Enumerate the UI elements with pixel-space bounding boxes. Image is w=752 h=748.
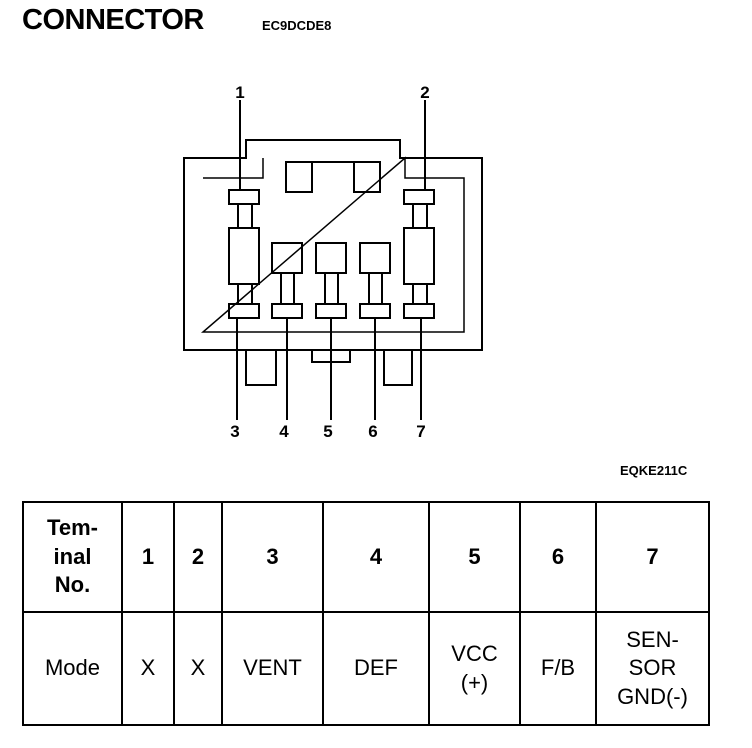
figure-code: EQKE211C — [620, 463, 688, 478]
mode-cell: X — [121, 611, 175, 726]
connector-housing — [183, 139, 483, 351]
mode-cell: F/B — [519, 611, 597, 726]
page-title: CONNECTOR — [22, 4, 204, 36]
terminal-6-body — [359, 242, 391, 274]
pin-label-1: 1 — [235, 83, 244, 102]
terminal-cell: 2 — [173, 501, 223, 613]
terminal-cell: 1 — [121, 501, 175, 613]
terminal-6-bottom — [359, 303, 391, 319]
pin-label-3: 3 — [230, 422, 239, 441]
terminal-3-bottom — [228, 303, 260, 319]
connector-diagram: 1 2 3 4 5 6 7 — [183, 83, 483, 441]
mode-row: Mode X X VENT DEF VCC (+) F/B SEN- SOR G… — [22, 611, 710, 726]
pin-label-4: 4 — [279, 422, 289, 441]
bottom-key-left — [245, 350, 277, 386]
terminal-4-body — [271, 242, 303, 274]
mode-cell: DEF — [322, 611, 430, 726]
document-code: EC9DCDE8 — [262, 18, 332, 33]
pin-label-2: 2 — [420, 83, 429, 102]
top-latch-left — [285, 161, 313, 193]
terminal-cell: 7 — [595, 501, 710, 613]
mode-cell: X — [173, 611, 223, 726]
terminal-7-bottom — [403, 303, 435, 319]
pin-label-7: 7 — [416, 422, 425, 441]
terminal-1-top — [228, 189, 260, 205]
bottom-key-right — [383, 350, 413, 386]
pin-label-6: 6 — [368, 422, 377, 441]
terminal-cell: 3 — [221, 501, 324, 613]
mode-cell: VENT — [221, 611, 324, 726]
mode-cell: VCC (+) — [428, 611, 521, 726]
mode-header: Mode — [22, 611, 123, 726]
terminal-cell: 4 — [322, 501, 430, 613]
mode-cell: SEN- SOR GND(-) — [595, 611, 710, 726]
terminal-table: Tem- inal No. 1 2 3 4 5 6 7 Mode X X VEN… — [22, 501, 710, 726]
terminal-2-body — [403, 227, 435, 285]
pin-label-5: 5 — [323, 422, 332, 441]
terminal-cell: 5 — [428, 501, 521, 613]
top-latch-right — [353, 161, 381, 193]
terminal-cell: 6 — [519, 501, 597, 613]
terminal-5-bottom — [315, 303, 347, 319]
terminal-1-body — [228, 227, 260, 285]
terminal-4-bottom — [271, 303, 303, 319]
terminal-5-body — [315, 242, 347, 274]
terminal-no-header: Tem- inal No. — [22, 501, 123, 613]
terminal-row: Tem- inal No. 1 2 3 4 5 6 7 — [22, 501, 710, 613]
terminal-2-top — [403, 189, 435, 205]
